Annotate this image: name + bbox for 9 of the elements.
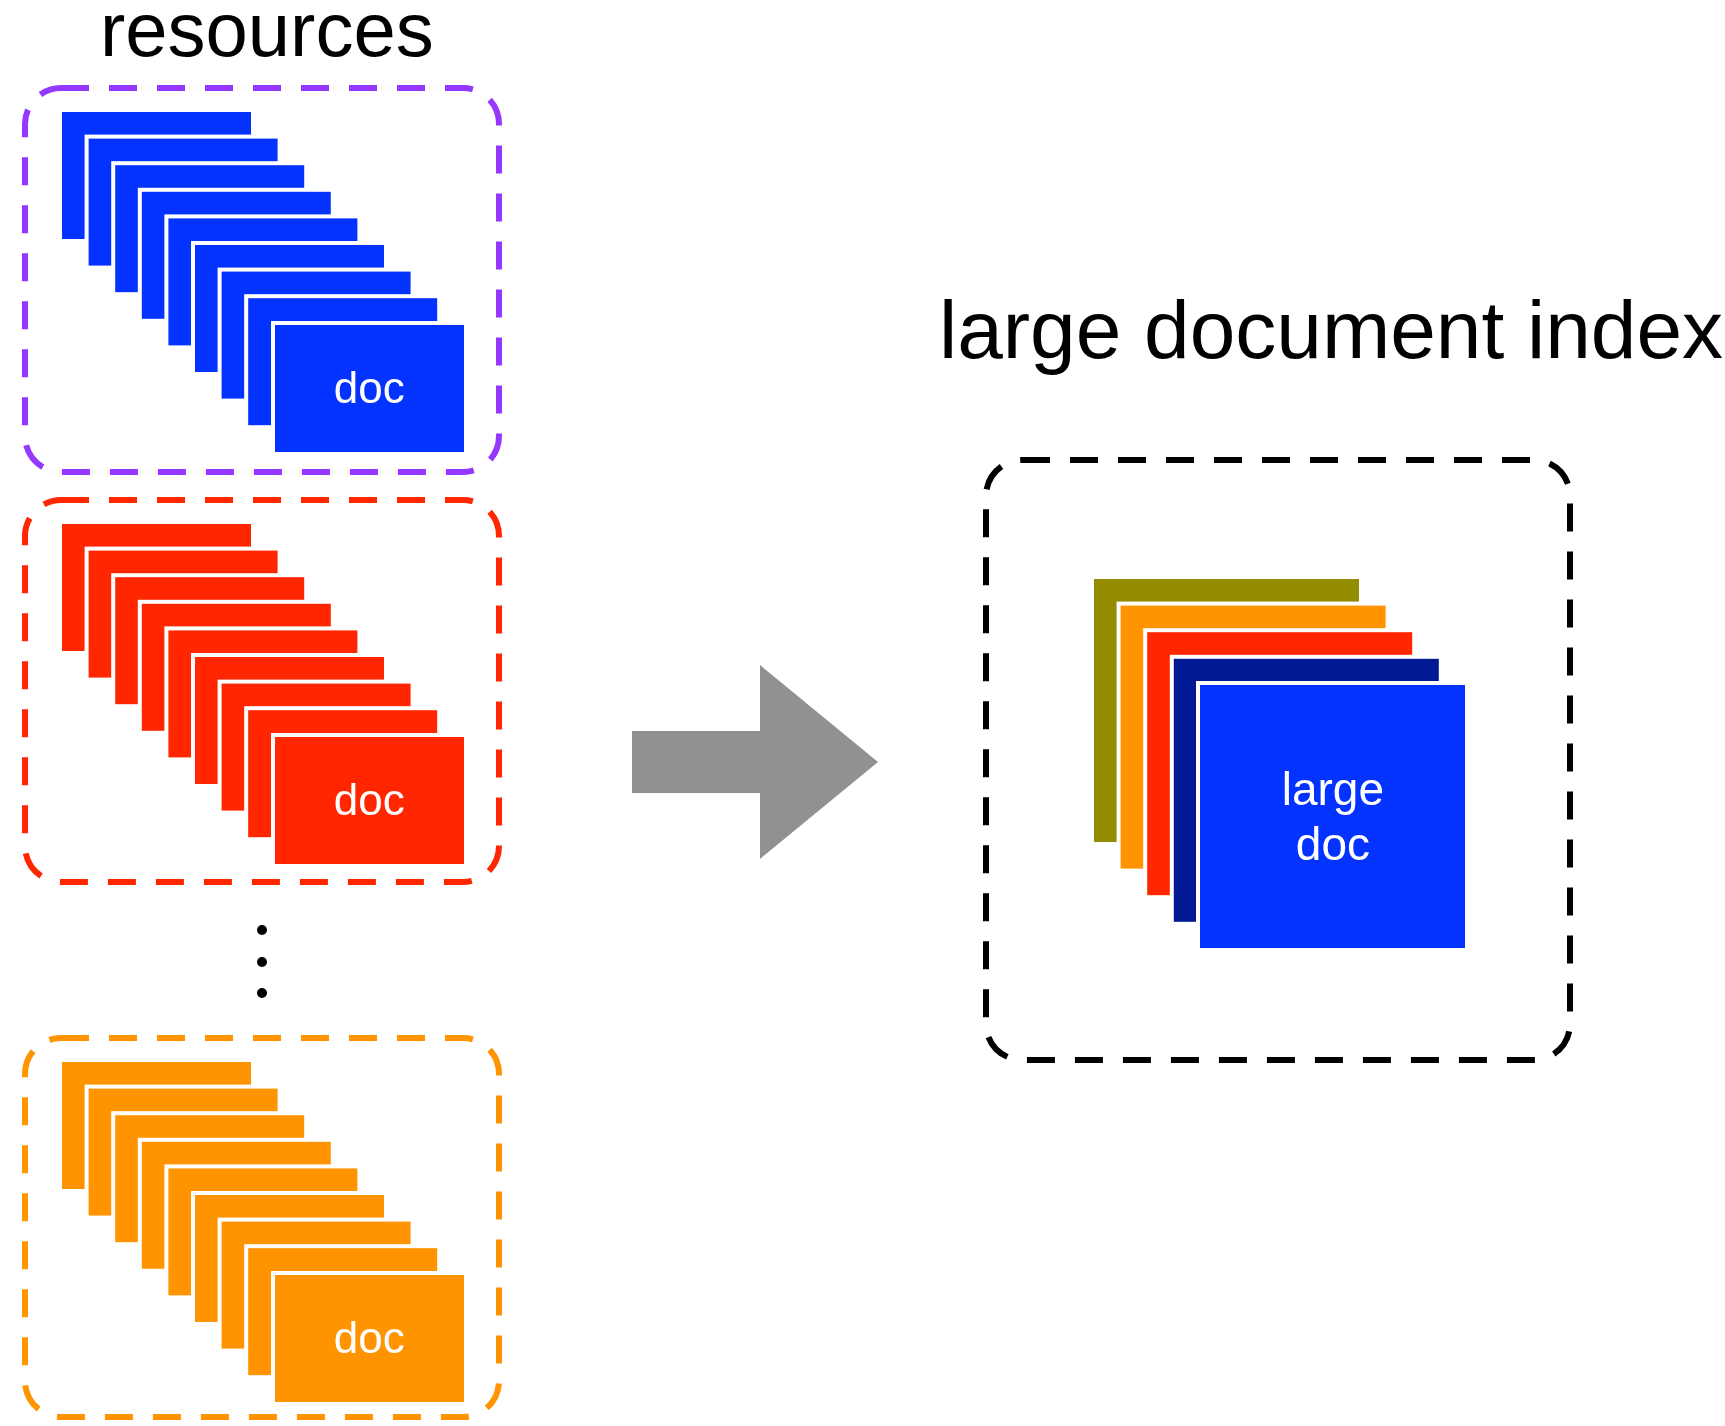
column-heading: resources	[100, 0, 434, 68]
document-label: doc	[333, 778, 405, 823]
dashed-group-box	[22, 1035, 502, 1420]
dashed-group-box	[22, 497, 502, 885]
dashed-group-box	[22, 85, 502, 475]
document-label: doc	[333, 366, 405, 411]
document-label: doc	[333, 1316, 405, 1361]
block-arrow	[632, 665, 878, 859]
document-label: large doc	[1280, 761, 1386, 872]
